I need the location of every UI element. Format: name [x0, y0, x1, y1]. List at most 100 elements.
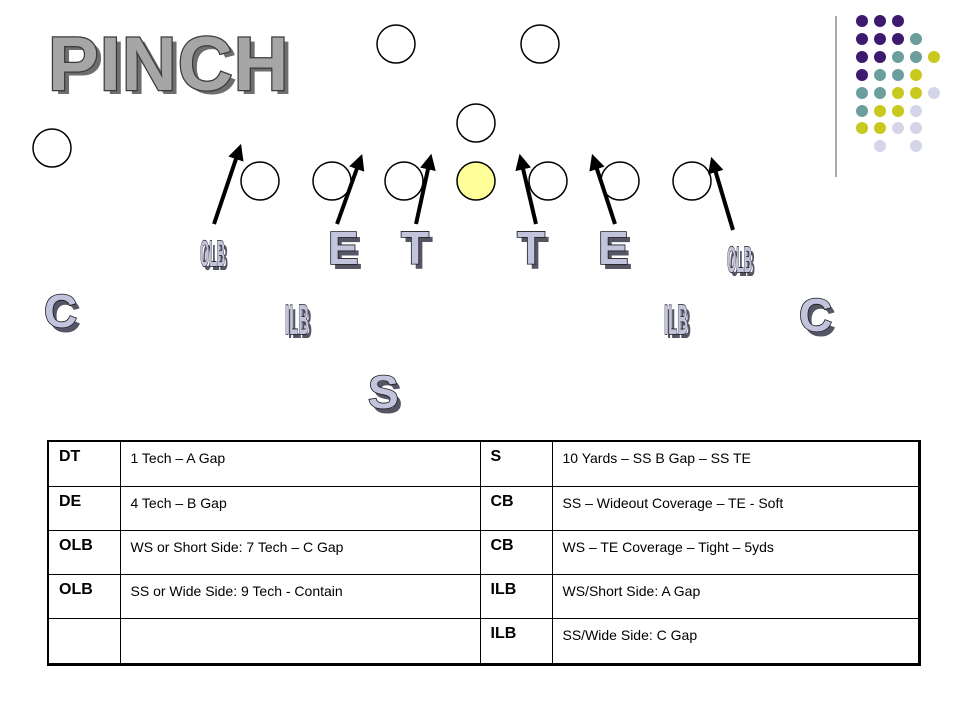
assignment-cell: WS – TE Coverage – Tight – 5yds	[551, 529, 920, 575]
decor-dot	[928, 51, 940, 63]
position-cell	[47, 618, 121, 665]
offense-player-circle	[528, 161, 568, 201]
rush-arrow	[708, 156, 735, 231]
decor-dot	[892, 122, 904, 134]
decor-dot	[892, 51, 904, 63]
decor-dot	[910, 105, 922, 117]
label-e-right-shadow: E	[602, 227, 633, 279]
label-c-right: C	[799, 289, 832, 341]
assignment-cell: WS or Short Side: 7 Tech – C Gap	[119, 529, 481, 575]
decor-dot	[892, 105, 904, 117]
formation-diagram: PINCH PINCH OLB OLB E E T T T T E E O	[32, 15, 940, 423]
label-e-left: E	[328, 222, 359, 274]
label-s: S	[368, 366, 399, 418]
position-cell: OLB	[47, 529, 121, 575]
decor-dot	[874, 122, 886, 134]
decor-dot	[856, 33, 868, 45]
rush-arrow	[335, 153, 365, 225]
position-cell: ILB	[479, 573, 553, 620]
decor-dot	[892, 15, 904, 27]
page-title-shadow: PINCH	[53, 26, 294, 111]
decor-dot	[856, 122, 868, 134]
decor-dot	[874, 33, 886, 45]
assignment-cell: 10 Yards – SS B Gap – SS TE	[551, 440, 920, 487]
offense-player-circle	[312, 161, 352, 201]
offense-player-circle	[240, 161, 280, 201]
label-olb-left: OLB	[200, 233, 225, 274]
assignment-cell: SS/Wide Side: C Gap	[551, 618, 920, 665]
position-cell: CB	[479, 529, 553, 575]
label-t-right-shadow: T	[521, 227, 549, 279]
center-player-circle	[456, 161, 496, 201]
decorative-dot-grid	[856, 15, 940, 152]
decor-dot	[910, 122, 922, 134]
label-t-left: T	[401, 222, 429, 274]
assignment-cell	[119, 618, 481, 665]
label-olb-left-shadow: OLB	[203, 237, 228, 278]
rush-arrow	[212, 143, 244, 225]
label-c-left: C	[44, 285, 77, 337]
decor-dot	[856, 105, 868, 117]
rush-arrow	[589, 153, 617, 225]
decor-dot	[910, 33, 922, 45]
assignment-cell: 4 Tech – B Gap	[119, 485, 481, 531]
decor-dot	[910, 87, 922, 99]
label-ilb-left-shadow: ILB	[288, 300, 312, 347]
assignment-cell: WS/Short Side: A Gap	[551, 573, 920, 620]
label-olb-right: OLB	[727, 239, 752, 280]
decor-dot	[874, 69, 886, 81]
offense-player-circle	[520, 24, 560, 64]
label-ilb-right-shadow: ILB	[667, 300, 691, 347]
label-s-shadow: S	[372, 371, 403, 423]
rush-arrow	[515, 153, 538, 225]
label-c-right-shadow: C	[803, 294, 836, 346]
assignment-cell: SS – Wideout Coverage – TE - Soft	[551, 485, 920, 531]
defense-labels: OLB OLB E E T T T T E E OLB OLB C C ILB …	[43, 221, 836, 423]
assignment-cell: 1 Tech – A Gap	[119, 440, 481, 487]
decor-dot	[874, 15, 886, 27]
decor-dot	[856, 51, 868, 63]
decor-dot	[928, 87, 940, 99]
label-olb-right-shadow: OLB	[730, 243, 755, 284]
rush-arrows	[212, 143, 735, 231]
decor-dot	[856, 15, 868, 27]
label-c-left-shadow: C	[48, 290, 81, 342]
position-cell: CB	[479, 485, 553, 531]
position-cell: ILB	[479, 618, 553, 665]
offense-player-circle	[32, 128, 72, 168]
label-e-right: E	[598, 222, 629, 274]
position-cell: S	[479, 440, 553, 487]
decor-dot	[874, 51, 886, 63]
decor-dot	[874, 140, 886, 152]
position-cell: DT	[47, 440, 121, 487]
decor-dot	[910, 69, 922, 81]
decor-dot	[892, 69, 904, 81]
decor-dot	[892, 87, 904, 99]
offense-player-circle	[384, 161, 424, 201]
offense-player-circle	[376, 24, 416, 64]
decor-dot	[910, 51, 922, 63]
label-e-left-shadow: E	[332, 227, 363, 279]
rush-arrow	[414, 153, 436, 225]
label-ilb-right: ILB	[664, 296, 688, 343]
label-ilb-left: ILB	[285, 296, 309, 343]
position-cell: OLB	[47, 573, 121, 620]
decor-dot	[856, 87, 868, 99]
decor-dot	[856, 69, 868, 81]
label-t-left-shadow: T	[405, 227, 433, 279]
label-t-right: T	[517, 222, 545, 274]
offense-player-circle	[456, 103, 496, 143]
offense-player-circle	[672, 161, 712, 201]
decor-dot	[874, 87, 886, 99]
assignment-cell: SS or Wide Side: 9 Tech - Contain	[119, 573, 481, 620]
decor-dot	[874, 105, 886, 117]
offense-players	[32, 24, 712, 201]
position-cell: DE	[47, 485, 121, 531]
